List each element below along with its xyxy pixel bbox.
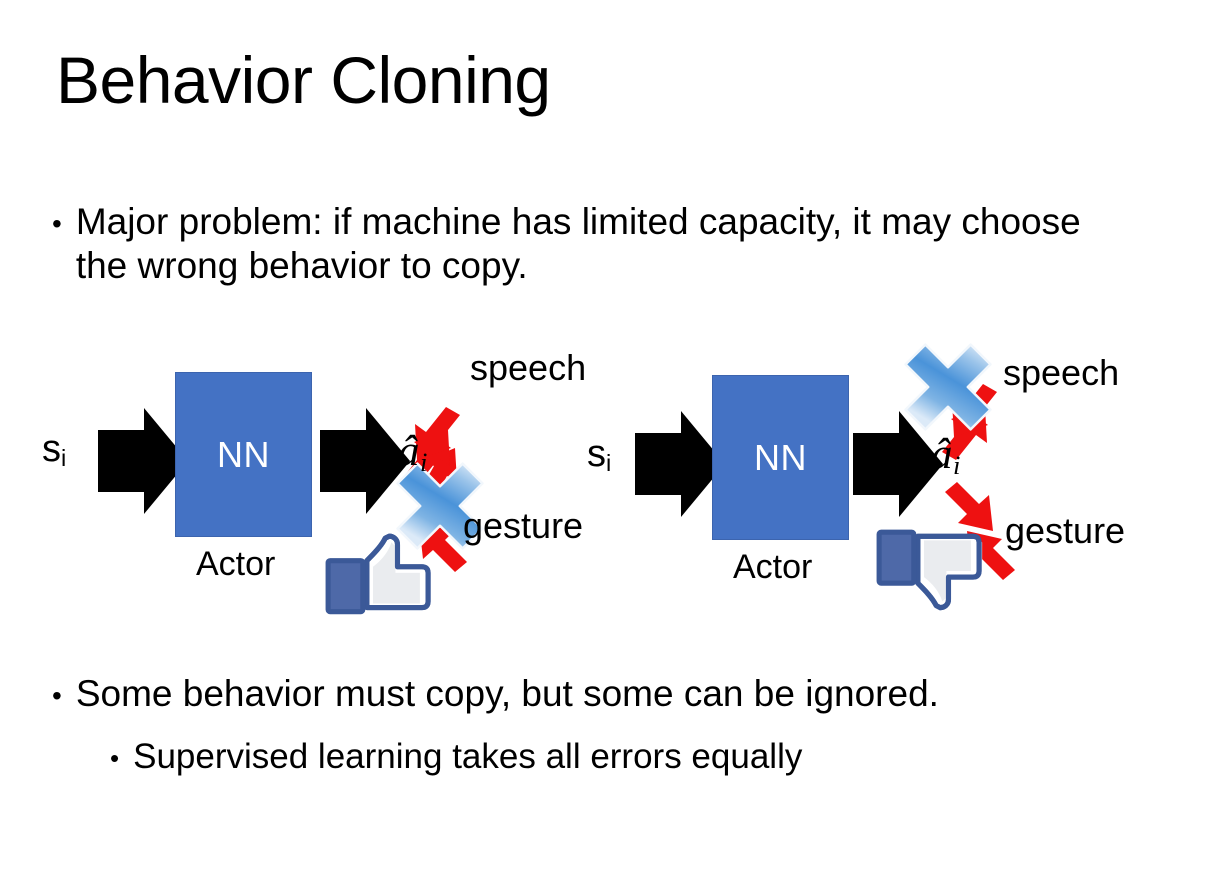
action-subscript: i bbox=[953, 449, 961, 480]
action-symbol: â bbox=[931, 431, 953, 478]
bullet-bottom-primary: • Some behavior must copy, but some can … bbox=[52, 672, 1152, 716]
input-arrow-icon bbox=[98, 408, 188, 514]
diagram-left-graphics bbox=[98, 407, 484, 615]
state-label-left: si bbox=[42, 428, 67, 472]
input-arrow-icon bbox=[635, 411, 725, 517]
output-label-speech-left: speech bbox=[470, 347, 587, 388]
bullet-marker-icon: • bbox=[52, 208, 62, 239]
diagram-left: si NN Actor âi speech gesture bbox=[20, 330, 610, 640]
action-symbol: â bbox=[398, 428, 420, 475]
action-subscript: i bbox=[420, 446, 428, 477]
actor-caption-left: Actor bbox=[196, 545, 276, 583]
cross-out-speech-icon bbox=[904, 343, 992, 431]
action-label-right: âi bbox=[931, 431, 960, 478]
output-label-gesture-left: gesture bbox=[463, 505, 584, 546]
output-arrow-icon bbox=[320, 408, 410, 514]
bullet-top: • Major problem: if machine has limited … bbox=[52, 200, 1122, 287]
output-arrow-icon bbox=[853, 411, 943, 517]
state-label-right: si bbox=[587, 433, 612, 477]
network-label: NN bbox=[217, 433, 270, 475]
state-symbol: s bbox=[587, 433, 606, 475]
bullet-bottom-primary-text: Some behavior must copy, but some can be… bbox=[75, 673, 939, 714]
network-label: NN bbox=[754, 436, 807, 478]
state-symbol: s bbox=[42, 428, 61, 470]
diagram-right: si NN Actor âi speech gesture bbox=[565, 330, 1155, 640]
diagram-right-graphics bbox=[635, 343, 1015, 611]
thumbs-up-icon bbox=[325, 533, 432, 615]
bullet-marker-icon: • bbox=[52, 680, 62, 711]
thumbs-down-icon bbox=[876, 529, 983, 611]
network-box-left[interactable]: NN bbox=[175, 372, 312, 537]
bullet-marker-icon: • bbox=[110, 743, 120, 773]
action-label-left: âi bbox=[398, 428, 427, 475]
actor-caption-right: Actor bbox=[733, 548, 813, 586]
state-subscript: i bbox=[61, 445, 67, 472]
bullet-bottom-secondary: • Supervised learning takes all errors e… bbox=[110, 736, 1160, 777]
diagram-area: si NN Actor âi speech gesture bbox=[0, 330, 1210, 640]
bullet-top-text: Major problem: if machine has limited ca… bbox=[75, 201, 1081, 286]
bullet-bottom-secondary-text: Supervised learning takes all errors equ… bbox=[133, 737, 803, 776]
output-label-gesture-right: gesture bbox=[1005, 510, 1126, 551]
cross-out-gesture-icon bbox=[396, 462, 484, 550]
network-box-right[interactable]: NN bbox=[712, 375, 849, 540]
page-title: Behavior Cloning bbox=[56, 43, 551, 117]
state-subscript: i bbox=[606, 450, 612, 477]
output-label-speech-right: speech bbox=[1003, 352, 1120, 393]
